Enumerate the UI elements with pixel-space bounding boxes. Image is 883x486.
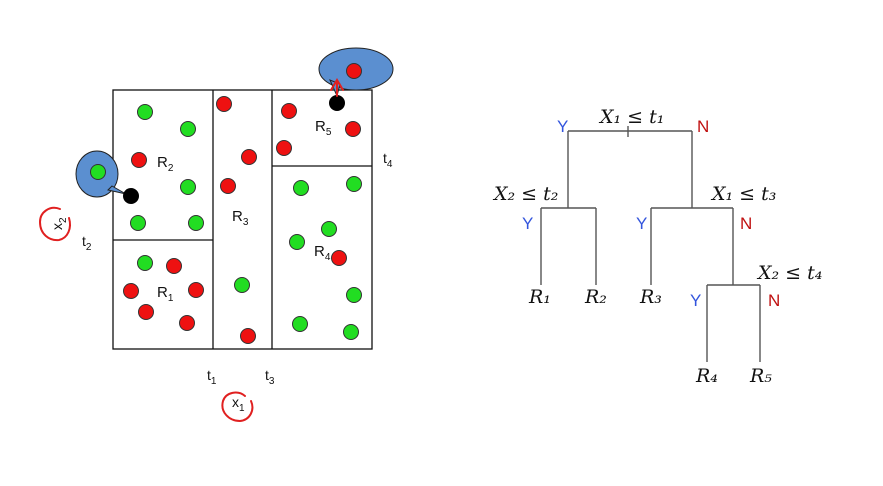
red-point <box>166 258 182 274</box>
red-point <box>138 304 154 320</box>
feature-space-box <box>112 89 373 350</box>
region-label-r4: R4 <box>314 243 331 263</box>
red-point <box>123 283 139 299</box>
green-point <box>343 324 359 340</box>
region-label-r5: R5 <box>315 118 332 138</box>
axis-label-x2: x2 <box>49 217 69 230</box>
region-label-r3: R3 <box>232 208 249 228</box>
red-point <box>131 152 147 168</box>
leaf-r2: R₂ <box>584 286 607 308</box>
threshold-label-t4: t4 <box>383 150 393 170</box>
partition-panel: R2 R3 R1 R5 R4 t2 t4 t1 t3 x1 x2 <box>38 47 394 423</box>
green-point <box>130 215 146 231</box>
red-point <box>216 96 232 112</box>
green-point <box>180 121 196 137</box>
green-point <box>321 221 337 237</box>
green-point <box>234 277 250 293</box>
region-label-r1: R1 <box>157 284 174 304</box>
query-point <box>123 188 139 204</box>
leaf-r4: R₄ <box>695 365 718 387</box>
green-point <box>188 215 204 231</box>
root-yes-mark: Y <box>557 117 568 136</box>
red-point <box>345 121 361 137</box>
green-point <box>137 255 153 271</box>
red-point <box>281 103 297 119</box>
green-point <box>90 164 106 180</box>
region-label-r2: R2 <box>157 154 174 174</box>
green-point <box>292 316 308 332</box>
red-point <box>220 178 236 194</box>
annotation-arrow <box>330 78 344 97</box>
query-point <box>329 95 345 111</box>
red-point <box>331 250 347 266</box>
red-point <box>346 63 362 79</box>
threshold-label-t2: t2 <box>82 233 92 253</box>
leaf-r5: R₅ <box>749 365 772 387</box>
green-point <box>289 234 305 250</box>
root-no-mark: N <box>697 117 709 136</box>
red-point <box>179 315 195 331</box>
red-point <box>240 328 256 344</box>
threshold-label-t3: t3 <box>265 367 275 387</box>
callout-tail-left <box>107 185 127 195</box>
leaf-r3: R₃ <box>639 286 662 308</box>
green-point <box>346 287 362 303</box>
right-split-label: X₁ ≤ t₃ <box>710 183 776 205</box>
deep-no-mark: N <box>768 291 780 310</box>
green-point <box>293 180 309 196</box>
green-point <box>346 176 362 192</box>
red-point <box>241 149 257 165</box>
axis-label-x2-group: x2 <box>49 217 69 230</box>
tree-panel <box>540 126 761 362</box>
axis-label-x1: x1 <box>232 394 245 414</box>
root-split-label: X₁ ≤ t₁ <box>598 106 664 128</box>
annotation-circle-x2 <box>38 206 71 242</box>
right-yes-mark: Y <box>636 214 647 233</box>
red-point <box>276 140 292 156</box>
green-point <box>137 104 153 120</box>
right-no-mark: N <box>740 214 752 233</box>
red-point <box>188 282 204 298</box>
threshold-label-t1: t1 <box>207 367 217 387</box>
left-yes-mark: Y <box>522 214 533 233</box>
deep-split-label: X₂ ≤ t₄ <box>756 262 822 284</box>
deep-yes-mark: Y <box>690 291 701 310</box>
annotation-circle-x1 <box>221 391 254 423</box>
leaf-r1: R₁ <box>528 286 551 308</box>
left-split-label: X₂ ≤ t₂ <box>492 183 558 205</box>
green-point <box>180 179 196 195</box>
